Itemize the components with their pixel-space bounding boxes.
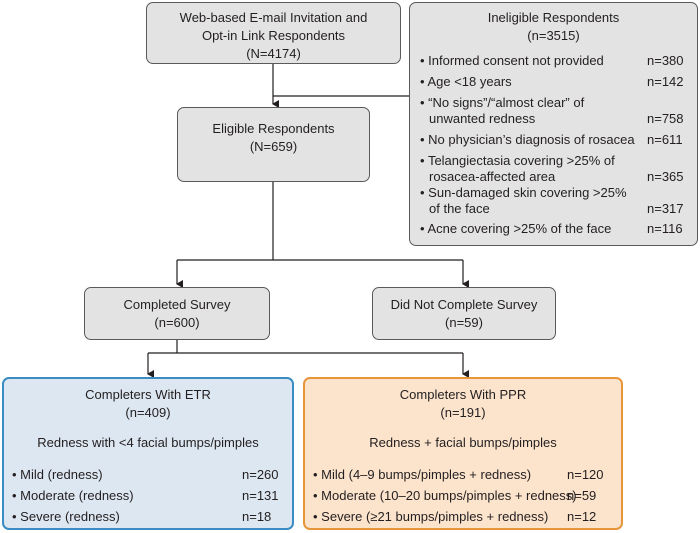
ineligible-reason: No physician’s diagnosis of rosacea bbox=[428, 132, 635, 147]
etr-severity-count: n=260 bbox=[242, 467, 279, 482]
etr-severity-label: Moderate (redness) bbox=[20, 488, 134, 503]
completed-survey-box: Completed Survey (n=600) bbox=[84, 287, 270, 340]
eligible-count: (N=659) bbox=[249, 139, 298, 154]
ineligible-reason-cont: of the face bbox=[429, 201, 490, 216]
etr-severity-count: n=18 bbox=[242, 509, 272, 524]
not-completed-title: Did Not Complete Survey bbox=[390, 297, 538, 312]
eligible-box: Eligible Respondents (N=659) bbox=[177, 107, 370, 182]
completed-count: (n=600) bbox=[154, 315, 200, 330]
etr-count: (n=409) bbox=[125, 405, 171, 420]
not-completed-count: (n=59) bbox=[445, 315, 483, 330]
ineligible-reason-cont: rosacea-affected area bbox=[429, 169, 556, 184]
ineligible-reason: Informed consent not provided bbox=[428, 53, 604, 68]
ppr-severity-count: n=12 bbox=[567, 509, 597, 524]
invitation-count: (N=4174) bbox=[246, 46, 301, 61]
ineligible-count-value: n=116 bbox=[647, 221, 683, 236]
ppr-count: (n=191) bbox=[440, 405, 486, 420]
eligible-title: Eligible Respondents bbox=[212, 121, 335, 136]
ineligible-reason: “No signs”/“almost clear” of bbox=[428, 95, 585, 110]
ineligible-count-value: n=758 bbox=[647, 111, 684, 126]
ineligible-title: Ineligible Respondents bbox=[487, 10, 620, 25]
ppr-severity-label: Moderate (10–20 bumps/pimples + redness) bbox=[321, 488, 577, 503]
etr-box: Completers With ETR (n=409) Redness with… bbox=[2, 377, 294, 530]
ineligible-reason: Telangiectasia covering >25% of bbox=[427, 153, 615, 168]
ppr-severity-label: Severe (≥21 bumps/pimples + redness) bbox=[321, 509, 549, 524]
ineligible-reason-cont: unwanted redness bbox=[429, 111, 536, 126]
invitation-line2: Opt-in Link Respondents bbox=[201, 28, 346, 43]
ineligible-count-value: n=317 bbox=[647, 201, 684, 216]
ineligible-count-value: n=380 bbox=[647, 53, 684, 68]
ineligible-count-value: n=365 bbox=[647, 169, 684, 184]
not-completed-survey-box: Did Not Complete Survey (n=59) bbox=[372, 287, 556, 340]
ineligible-reason: Age <18 years bbox=[427, 74, 512, 89]
ppr-severity-label: Mild (4–9 bumps/pimples + redness) bbox=[321, 467, 532, 482]
ineligible-count-value: n=142 bbox=[647, 74, 684, 89]
ineligible-reason: Sun-damaged skin covering >25% bbox=[428, 185, 627, 200]
ineligible-count: (n=3515) bbox=[527, 28, 580, 43]
etr-subtitle: Redness with <4 facial bumps/pimples bbox=[37, 435, 259, 450]
ppr-box: Completers With PPR (n=191) Redness + fa… bbox=[303, 377, 623, 530]
ineligible-reason: Acne covering >25% of the face bbox=[427, 221, 612, 236]
invitation-box: Web-based E-mail Invitation and Opt-in L… bbox=[146, 2, 401, 64]
etr-severity-label: Severe (redness) bbox=[20, 509, 120, 524]
ppr-severity-count: n=59 bbox=[567, 488, 597, 503]
etr-severity-count: n=131 bbox=[242, 488, 279, 503]
etr-title: Completers With ETR bbox=[85, 387, 211, 402]
ineligible-box: Ineligible Respondents (n=3515) • Inform… bbox=[409, 2, 698, 246]
ineligible-count-value: n=611 bbox=[647, 132, 683, 147]
completed-title: Completed Survey bbox=[123, 297, 231, 312]
ppr-title: Completers With PPR bbox=[399, 387, 527, 402]
etr-severity-label: Mild (redness) bbox=[20, 467, 103, 482]
invitation-line1: Web-based E-mail Invitation and bbox=[179, 10, 368, 25]
ppr-subtitle: Redness + facial bumps/pimples bbox=[369, 435, 557, 450]
ppr-severity-count: n=120 bbox=[567, 467, 604, 482]
